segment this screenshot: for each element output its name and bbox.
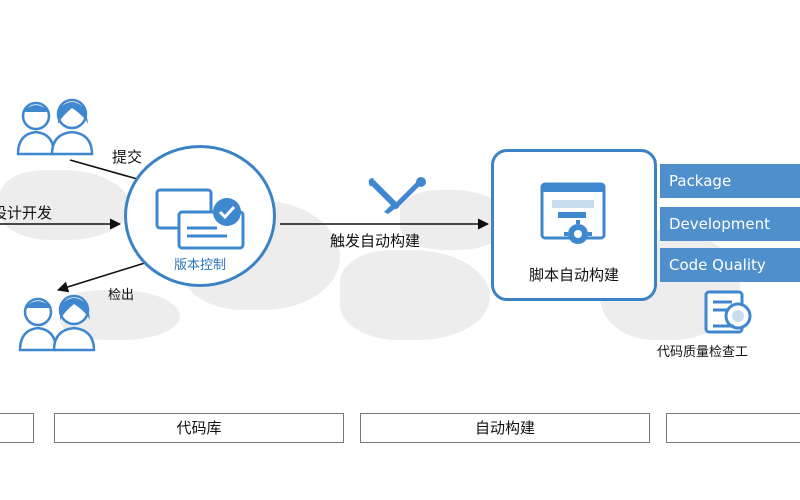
code-quality-icon	[704, 290, 752, 334]
tool-development: Development	[660, 207, 800, 241]
design-label: 设计开发	[0, 204, 53, 222]
build-gear-icon	[540, 182, 606, 244]
tool-package: Package	[660, 164, 800, 198]
developer-pair-icon	[18, 294, 96, 352]
submit-label: 提交	[112, 148, 143, 166]
stage-box-3: 自动构建	[360, 413, 650, 443]
stage-box-4	[666, 413, 800, 443]
background-texture	[340, 250, 490, 340]
tool-code-quality: Code Quality	[660, 248, 800, 282]
script-build-node: 脚本自动构建	[491, 149, 657, 301]
version-control-label: 版本控制	[173, 258, 226, 273]
developer-pair-icon	[16, 98, 94, 156]
stage-box-2: 代码库	[54, 413, 344, 443]
code-quality-label: 代码质量检查工	[657, 345, 749, 360]
checkout-arrow	[56, 261, 149, 293]
stage-box-1	[0, 413, 34, 443]
background-texture	[0, 170, 130, 240]
script-build-label: 脚本自动构建	[528, 266, 619, 284]
trigger-label: 触发自动构建	[330, 232, 421, 250]
tools-icon	[368, 177, 426, 214]
checkout-label: 检出	[108, 288, 135, 303]
version-control-icon	[155, 188, 245, 250]
version-control-node: 版本控制	[124, 145, 276, 287]
